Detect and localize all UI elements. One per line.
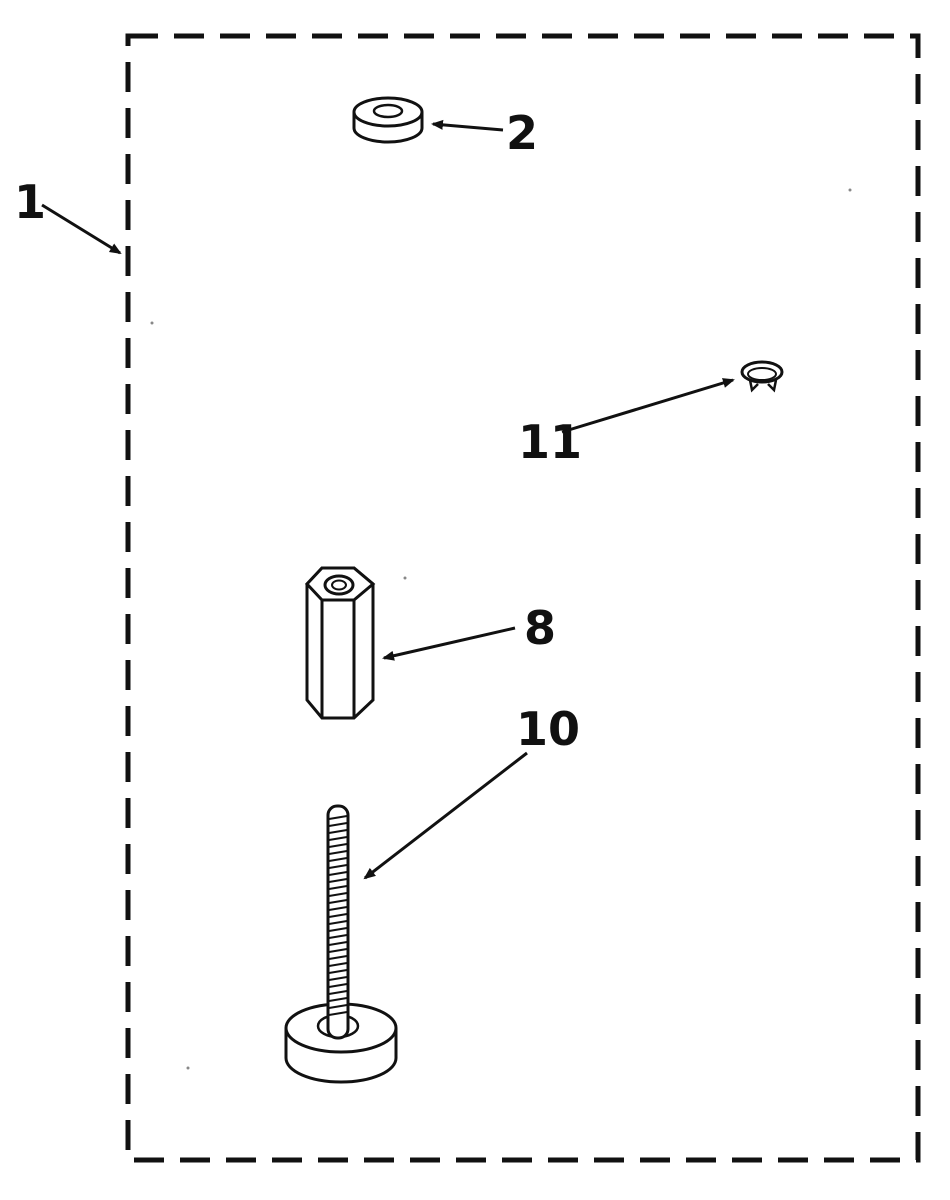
callout-washer: 2 [431,106,538,160]
thread-line [328,892,348,897]
scan-speck [150,321,154,325]
thread-line [328,983,348,988]
thread-line [328,969,348,974]
thread-line [328,920,348,925]
thread-line [328,1004,348,1009]
callout-hex-nut-label: 8 [524,601,556,655]
callout-washer-label: 2 [506,106,538,160]
callout-hex-nut: 8 [382,601,556,661]
callout-kit-arrow [41,203,122,255]
callout-clip: 11 [518,378,735,469]
thread-line [328,871,348,876]
thread-line [328,864,348,869]
kit-boundary [125,33,921,1163]
thread-line [328,997,348,1002]
thread-line [328,955,348,960]
thread-line [328,1011,348,1016]
thread-line [328,885,348,890]
thread-line [328,822,348,827]
thread-line [328,850,348,855]
callout-kit-label: 1 [14,175,46,229]
thread-line [328,906,348,911]
callout-washer-arrow [431,119,504,132]
leveling-leg-part [284,804,398,1084]
hex-nut-part [304,566,376,720]
bolt-threads [328,815,348,1016]
callout-hex-nut-arrow [382,626,516,661]
thread-line [328,976,348,981]
thread-line [328,934,348,939]
thread-line [328,878,348,883]
thread-line [328,941,348,946]
thread-line [328,843,348,848]
scan-speck [403,576,407,580]
callout-clip-label: 11 [518,415,582,469]
callout-leveling-leg: 10 [363,702,580,880]
thread-line [328,962,348,967]
thread-line [328,815,348,820]
scan-speck [186,1066,190,1070]
thread-line [328,857,348,862]
scan-speck [848,188,852,192]
thread-line [328,913,348,918]
thread-line [328,927,348,932]
thread-line [328,829,348,834]
thread-line [328,899,348,904]
thread-line [328,990,348,995]
callout-kit: 1 [14,175,122,255]
callout-leveling-leg-label: 10 [516,702,580,756]
thread-line [328,836,348,841]
clip-part [740,360,784,393]
callout-clip-arrow [561,378,735,434]
washer-part [352,96,424,144]
callout-leveling-leg-arrow [363,751,528,880]
thread-line [328,948,348,953]
